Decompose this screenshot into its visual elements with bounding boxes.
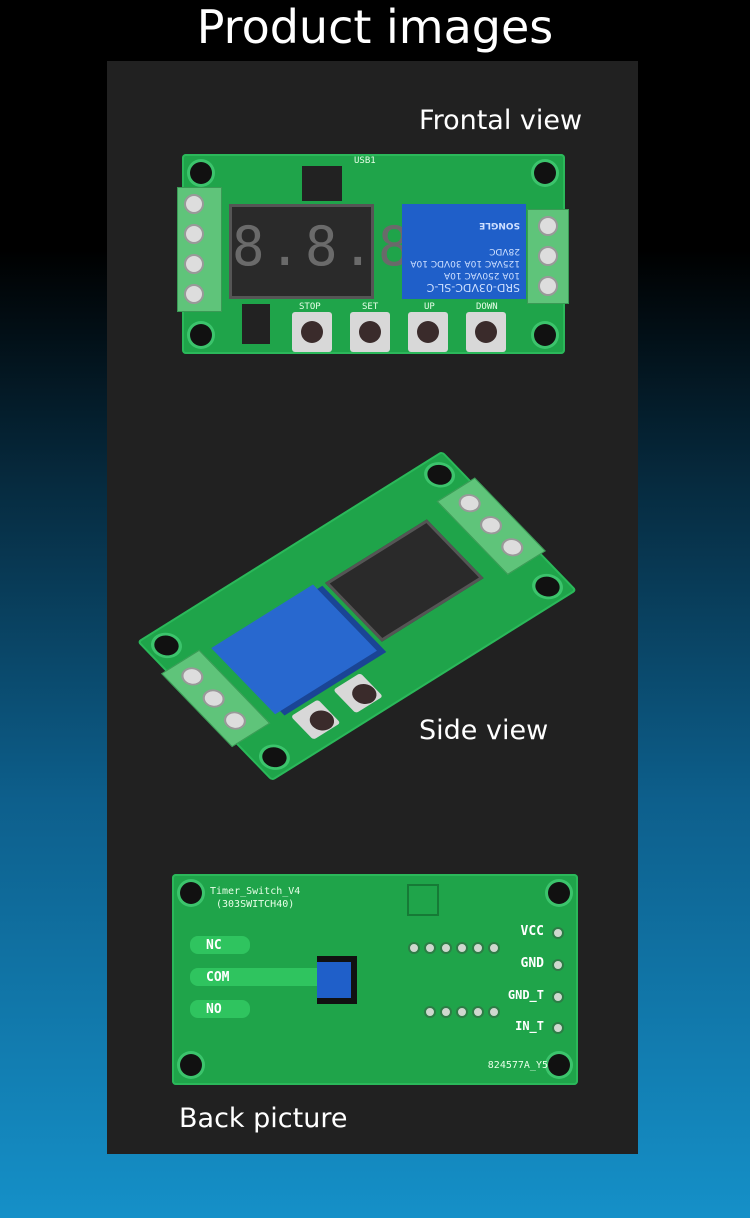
up-button xyxy=(408,312,448,352)
relay: SRD-03VDC-SL-C 10A 250VAC 10A 125VAC 10A… xyxy=(402,204,526,299)
led-display: 8.8.8 xyxy=(229,204,411,299)
caption-back: Back picture xyxy=(179,1103,348,1134)
caption-side: Side view xyxy=(419,715,549,746)
output-terminal-block xyxy=(527,209,569,304)
product-panel: Frontal view USB1 8.8.8 SRD-03VDC-SL-C 1… xyxy=(107,61,638,1154)
down-button xyxy=(466,312,506,352)
stop-button xyxy=(292,312,332,352)
set-button xyxy=(350,312,390,352)
front-board-image: USB1 8.8.8 SRD-03VDC-SL-C 10A 250VAC 10A… xyxy=(177,154,569,354)
caption-front: Frontal view xyxy=(419,105,583,136)
page-title: Product images xyxy=(196,0,554,54)
input-terminal-block xyxy=(177,187,222,312)
back-board-image: Timer_Switch_V4 (303SWITCH40) NC COM NO … xyxy=(172,874,578,1085)
